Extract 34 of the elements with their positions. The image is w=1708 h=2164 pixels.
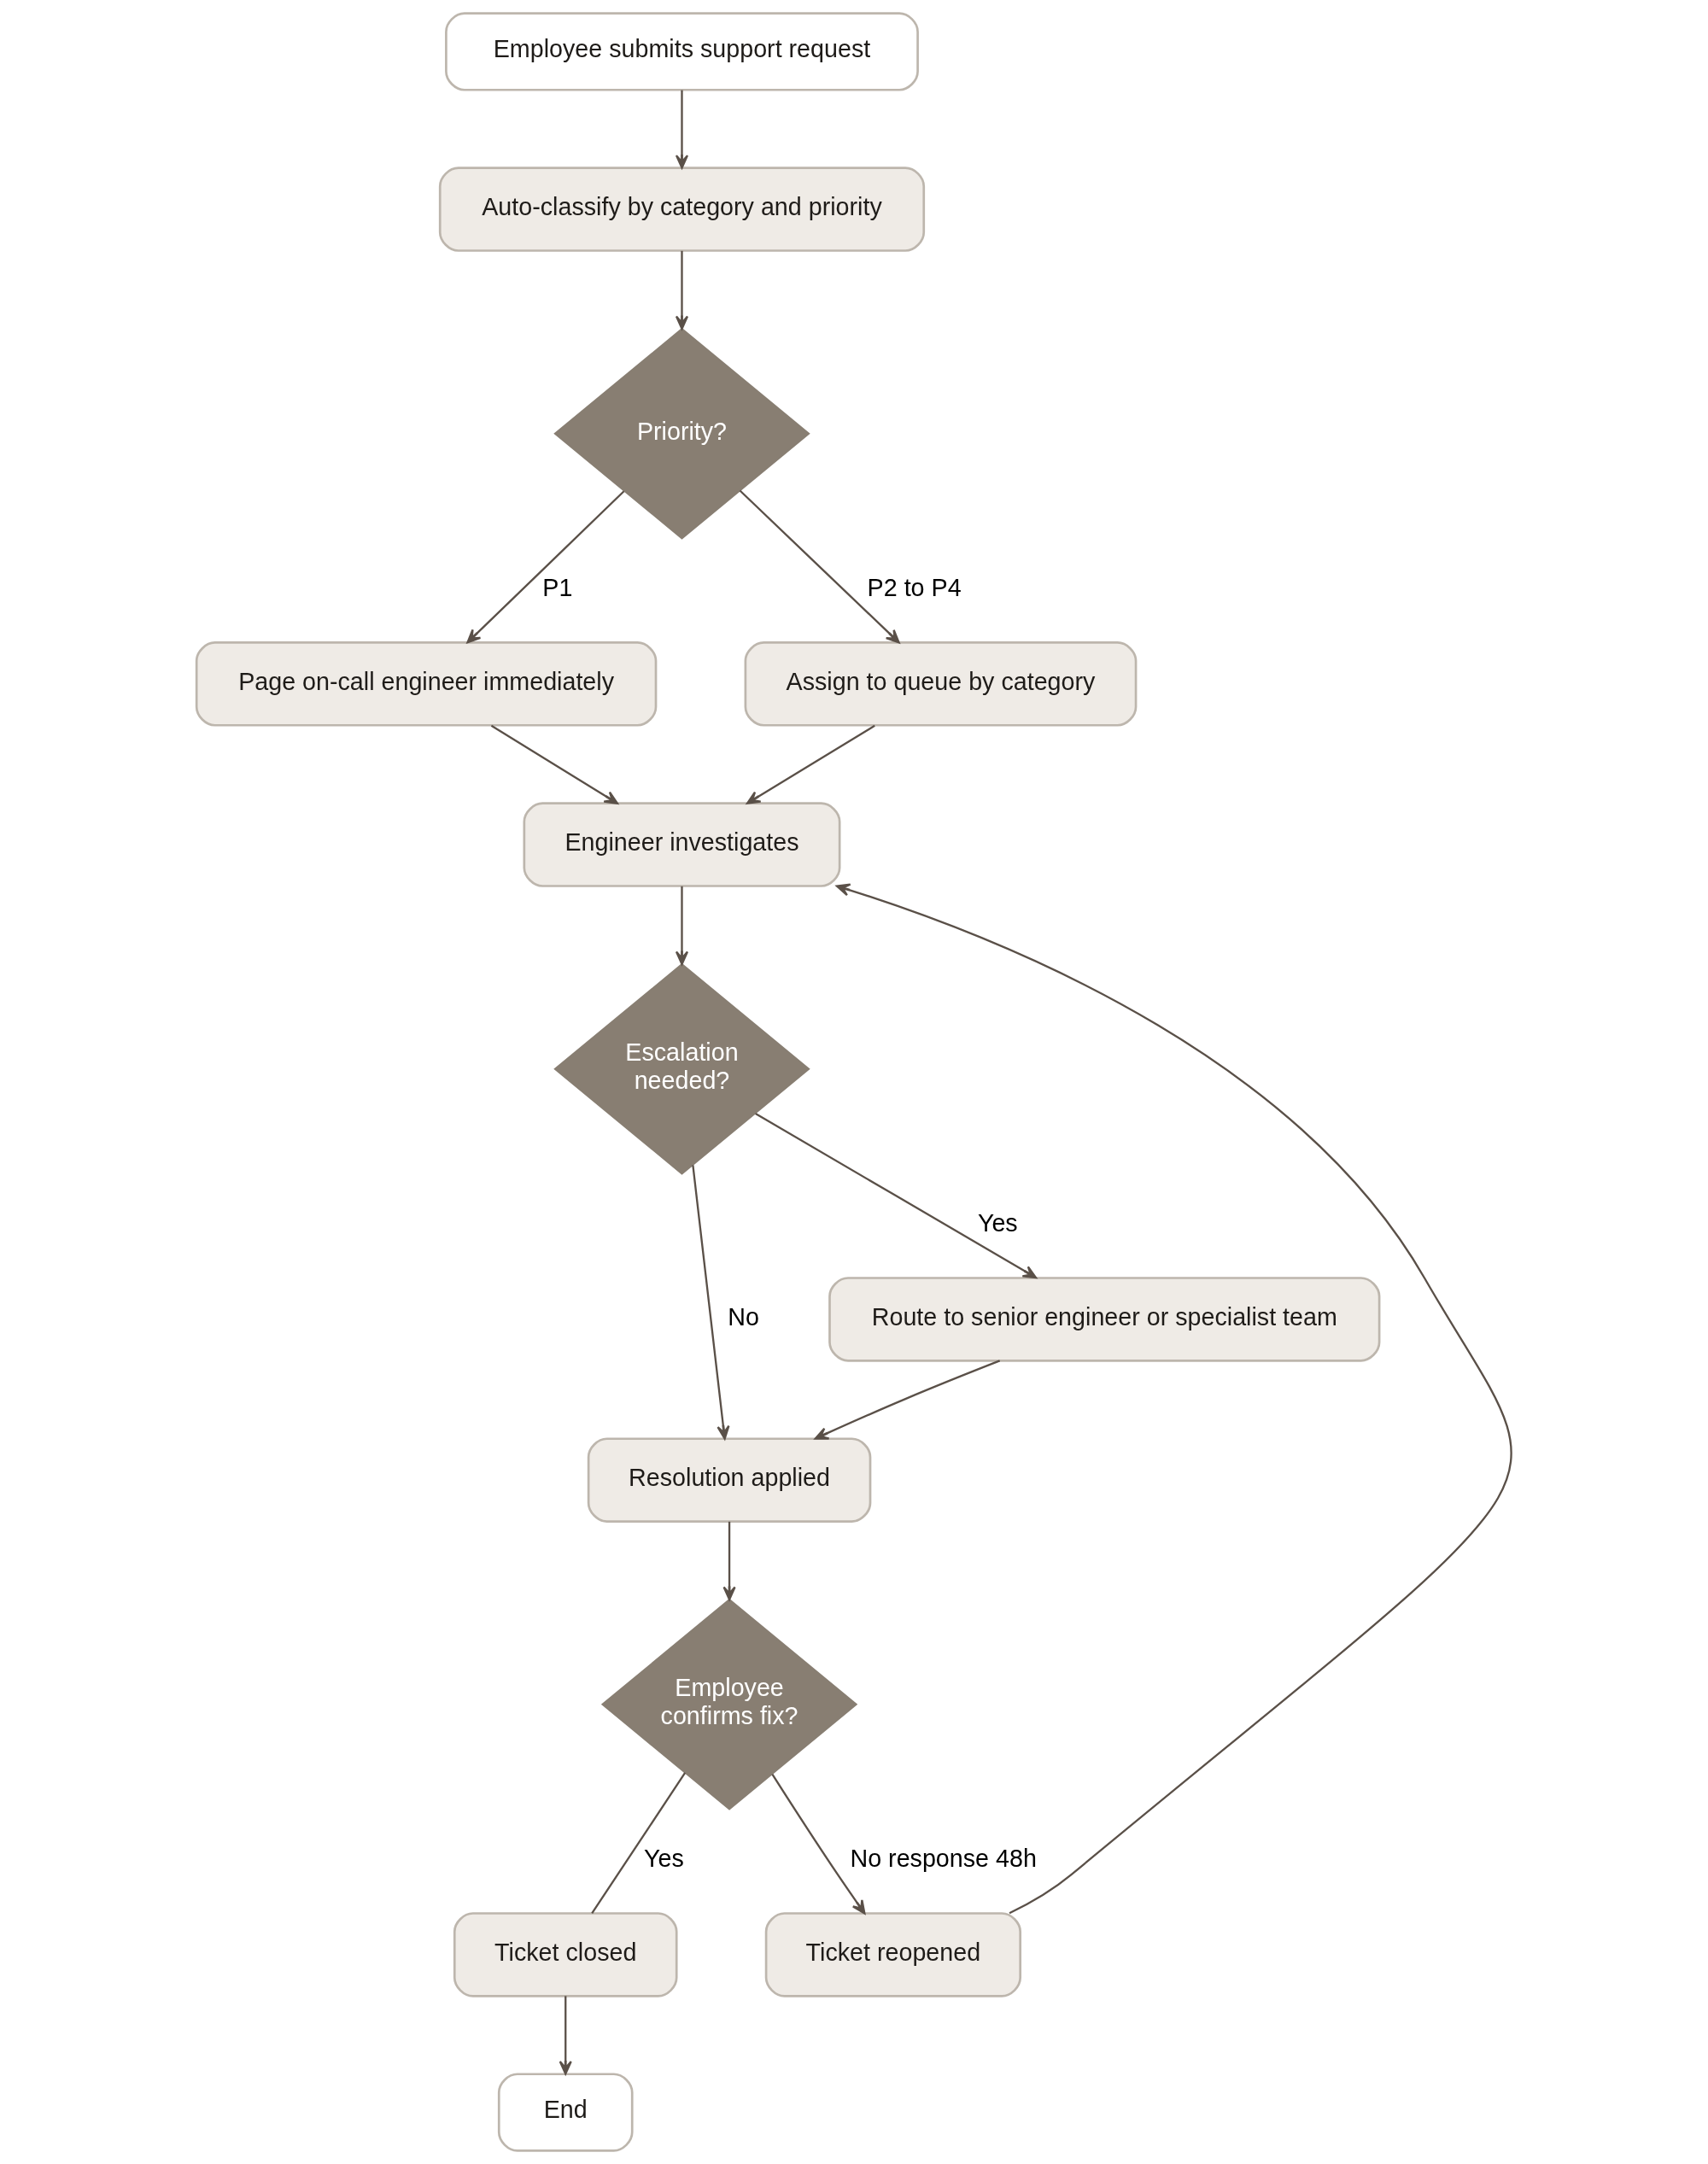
node-box: Page on-call engineer immediately	[195, 641, 658, 727]
node-box: Route to senior engineer or specialist team	[828, 1277, 1381, 1362]
edge-label: No	[728, 1302, 760, 1331]
node-box: Ticket closed	[453, 1912, 678, 1997]
arrow	[814, 1360, 1001, 1440]
arrow	[739, 489, 900, 644]
arrow	[675, 886, 689, 966]
node-box: Engineer investigates	[523, 802, 841, 887]
arrow	[722, 1521, 736, 1601]
node-box: Resolution applied	[587, 1437, 872, 1523]
arrow	[746, 724, 875, 804]
arrow	[675, 90, 689, 169]
edge-label: No response 48h	[850, 1845, 1037, 1873]
arrow	[692, 1165, 730, 1440]
arrow	[466, 490, 625, 644]
arrow	[835, 883, 1512, 1915]
edge-label: P1	[542, 574, 573, 602]
node-diamond: Escalation needed?	[553, 962, 810, 1175]
node-diamond: Employee confirms fix?	[600, 1598, 858, 1810]
node-box: Employee submits support request	[445, 12, 919, 91]
node-box: Auto-classify by category and priority	[438, 167, 926, 252]
node-box: End	[497, 2073, 634, 2152]
arrow	[559, 1996, 572, 2075]
node-box: Assign to queue by category	[744, 641, 1138, 727]
edge-label: Yes	[644, 1845, 684, 1873]
arrow	[771, 1774, 866, 1915]
arrow	[675, 250, 689, 330]
edge-label: Yes	[977, 1209, 1018, 1237]
connector	[591, 1772, 687, 1915]
node-diamond: Priority?	[553, 327, 810, 540]
node-box: Ticket reopened	[764, 1912, 1022, 1997]
arrow	[755, 1113, 1038, 1279]
edge-label: P2 to P4	[867, 574, 962, 602]
arrow	[490, 724, 618, 804]
